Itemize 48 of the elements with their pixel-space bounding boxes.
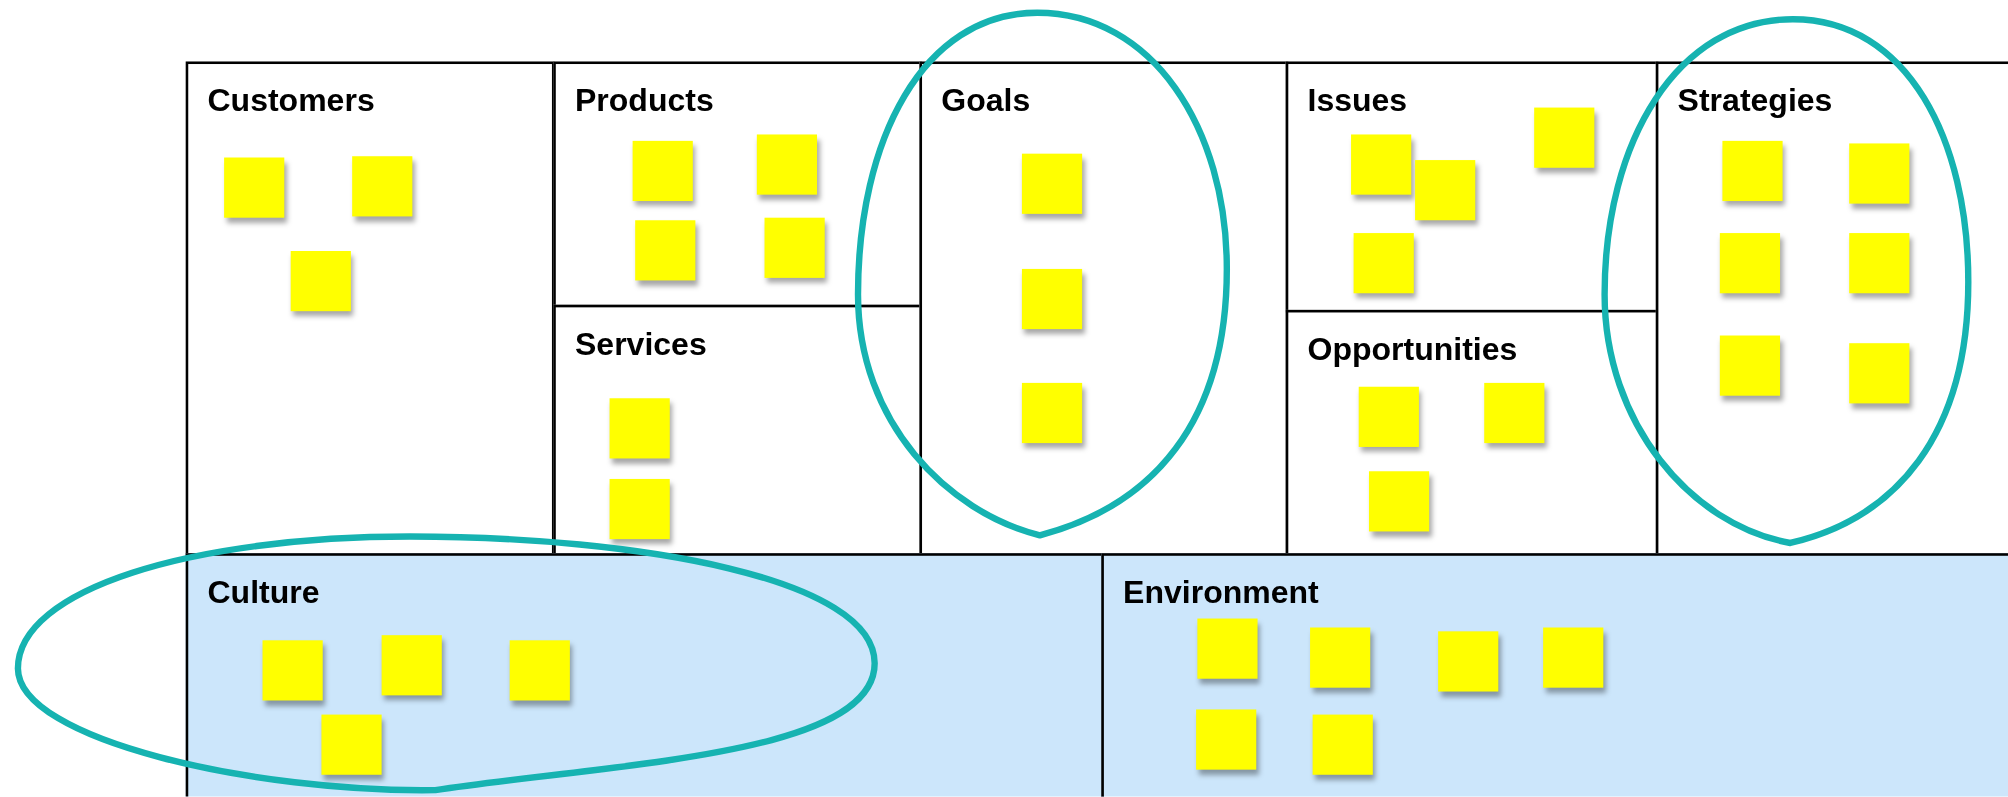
sticky-note bbox=[509, 640, 570, 701]
sticky-note bbox=[1719, 335, 1781, 396]
sticky-note bbox=[1368, 471, 1430, 532]
sticky-note bbox=[1849, 143, 1910, 204]
sticky-note bbox=[1353, 233, 1414, 294]
sticky-note bbox=[1415, 160, 1476, 221]
sticky-note bbox=[1719, 233, 1781, 294]
canvas-section bbox=[185, 553, 1104, 797]
canvas-section bbox=[1101, 553, 2008, 797]
sticky-note bbox=[290, 251, 351, 312]
sticky-note bbox=[1021, 153, 1083, 214]
sticky-note bbox=[635, 220, 696, 281]
sticky-note bbox=[1358, 386, 1419, 447]
sticky-note bbox=[1484, 382, 1545, 444]
section-heading: Environment bbox=[1123, 573, 1319, 611]
section-heading: Goals bbox=[941, 81, 1031, 120]
sticky-note bbox=[321, 714, 382, 775]
sticky-note bbox=[1438, 631, 1499, 692]
sticky-note bbox=[1543, 627, 1604, 688]
section-heading: Strategies bbox=[1677, 81, 1833, 120]
canvas-section bbox=[1655, 61, 2008, 556]
sticky-note bbox=[1310, 627, 1371, 688]
sticky-note bbox=[262, 640, 323, 701]
sticky-note bbox=[1849, 233, 1910, 294]
sticky-note bbox=[224, 157, 285, 218]
section-heading: Products bbox=[575, 81, 714, 120]
sticky-note bbox=[1196, 709, 1257, 770]
sticky-note bbox=[756, 134, 818, 195]
section-heading: Culture bbox=[207, 573, 320, 611]
sticky-note bbox=[1021, 268, 1083, 330]
section-heading: Services bbox=[575, 325, 707, 363]
section-heading: Opportunities bbox=[1307, 330, 1518, 368]
sticky-note bbox=[632, 140, 693, 202]
sticky-note bbox=[381, 635, 442, 696]
sticky-note bbox=[352, 156, 413, 217]
sticky-note bbox=[1197, 618, 1258, 679]
sticky-note bbox=[1534, 107, 1595, 168]
canvas-section bbox=[185, 61, 555, 556]
sticky-note bbox=[1722, 140, 1783, 202]
section-heading: Issues bbox=[1307, 81, 1408, 120]
sticky-note bbox=[1021, 382, 1083, 444]
sticky-note bbox=[609, 478, 670, 540]
sticky-note bbox=[764, 217, 825, 278]
sticky-note bbox=[1351, 134, 1412, 195]
sticky-note bbox=[1312, 714, 1373, 775]
sticky-note bbox=[609, 398, 670, 459]
section-heading: Customers bbox=[207, 81, 375, 120]
sticky-note bbox=[1849, 343, 1910, 404]
